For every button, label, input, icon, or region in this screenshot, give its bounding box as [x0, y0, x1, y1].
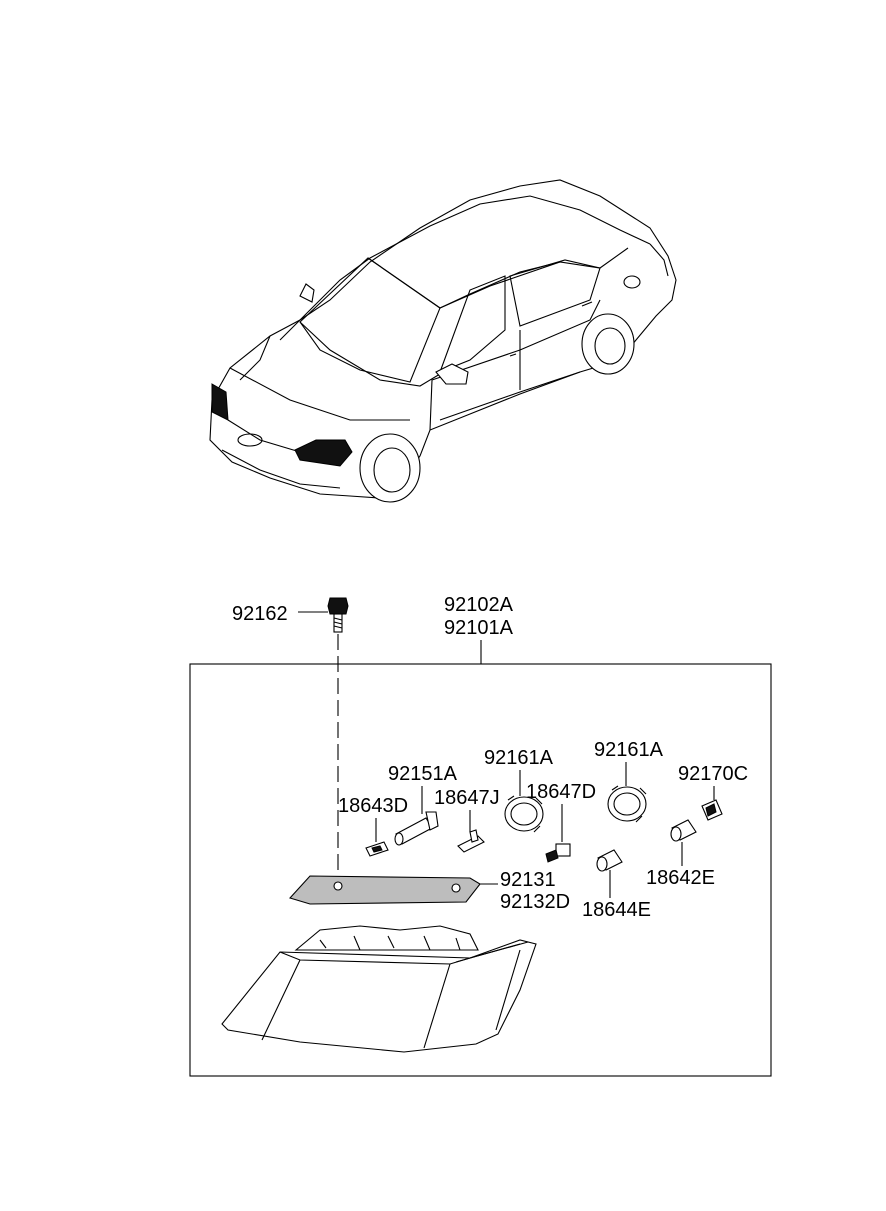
- connector-icon: [457, 829, 485, 853]
- headlamp-icon: [221, 925, 537, 1053]
- label-18647J: 18647J: [434, 787, 500, 809]
- label-92102A: 92102A: [444, 594, 514, 616]
- label-92131: 92131: [500, 869, 556, 891]
- connector-icon: [701, 799, 723, 821]
- label-92170C: 92170C: [678, 763, 748, 785]
- label-18642E: 18642E: [646, 867, 715, 889]
- bracket-icon: [289, 875, 481, 905]
- label-92132D: 92132D: [500, 891, 570, 913]
- label-92162: 92162: [232, 603, 288, 625]
- label-92151A: 92151A: [388, 763, 458, 785]
- bolt-icon: [327, 597, 349, 633]
- label-92161A-left: 92161A: [484, 747, 554, 769]
- bulb-icon: [394, 811, 439, 846]
- label-92161A-right: 92161A: [594, 739, 664, 761]
- bulb-icon: [365, 841, 389, 857]
- label-18643D: 18643D: [338, 795, 408, 817]
- label-18647D: 18647D: [526, 781, 596, 803]
- assembly-frame: [189, 663, 772, 1077]
- label-92101A: 92101A: [444, 617, 514, 639]
- connector-icon: [545, 843, 571, 863]
- bulb-icon: [670, 819, 697, 842]
- bulb-icon: [596, 849, 623, 872]
- socket-ring-icon: [504, 795, 544, 833]
- car-icon: [209, 179, 677, 503]
- socket-ring-icon: [607, 785, 647, 823]
- label-18644E: 18644E: [582, 899, 651, 921]
